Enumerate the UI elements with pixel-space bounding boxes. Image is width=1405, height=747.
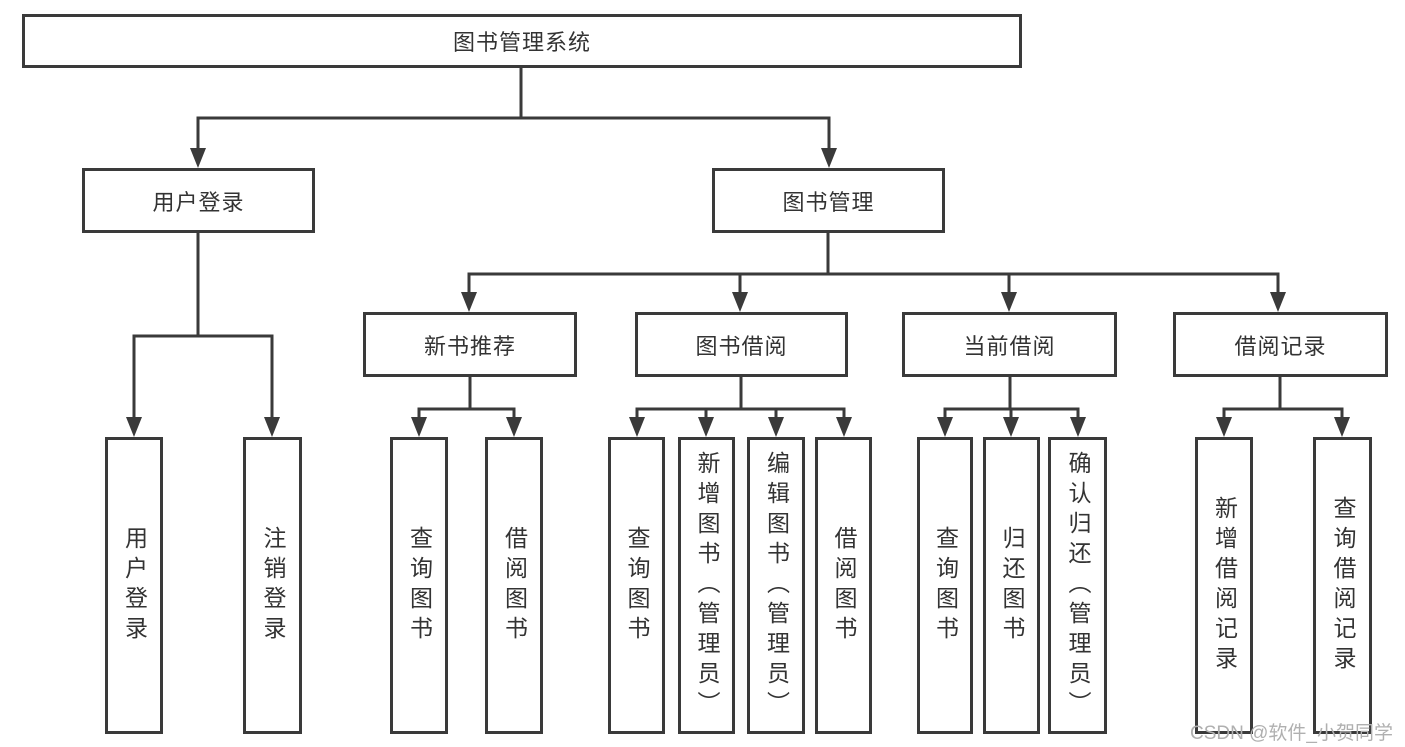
node-book-management-label: 图书管理 <box>782 189 875 215</box>
node-book-borrow: 图书借阅 <box>635 312 848 377</box>
leaf-add-borrow-record-label: 新增借阅记录 <box>1211 495 1238 676</box>
leaf-confirm-return-admin-label: 确认归还（管理员） <box>1065 450 1091 721</box>
leaf-query-books-recommend-label: 查询图书 <box>406 525 433 646</box>
leaf-query-books-current: 查询图书 <box>917 437 973 734</box>
leaf-query-books-current-label: 查询图书 <box>932 525 959 646</box>
node-root-label: 图书管理系统 <box>452 30 591 55</box>
node-user-login: 用户登录 <box>82 168 315 233</box>
leaf-return-book-label: 归还图书 <box>999 525 1025 646</box>
node-new-book-recommend: 新书推荐 <box>363 312 577 377</box>
leaf-query-books-borrow-label: 查询图书 <box>624 525 650 646</box>
node-new-book-recommend-label: 新书推荐 <box>423 333 516 359</box>
node-current-borrow: 当前借阅 <box>902 312 1117 377</box>
node-user-login-label: 用户登录 <box>152 189 245 215</box>
leaf-confirm-return-admin: 确认归还（管理员） <box>1048 437 1107 734</box>
leaf-query-books-recommend: 查询图书 <box>390 437 448 734</box>
leaf-query-books-borrow: 查询图书 <box>608 437 665 734</box>
leaf-add-borrow-record: 新增借阅记录 <box>1195 437 1253 734</box>
leaf-query-borrow-record: 查询借阅记录 <box>1313 437 1372 734</box>
leaf-edit-book-admin: 编辑图书（管理员） <box>747 437 805 734</box>
node-borrow-records: 借阅记录 <box>1173 312 1388 377</box>
leaf-return-book: 归还图书 <box>983 437 1040 734</box>
leaf-logout-label: 注销登录 <box>260 525 286 646</box>
watermark: CSDN @软件_小贺同学 <box>1190 723 1393 744</box>
node-current-borrow-label: 当前借阅 <box>963 333 1056 359</box>
leaf-user-login: 用户登录 <box>105 437 163 734</box>
leaf-add-book-admin-label: 新增图书（管理员） <box>694 450 720 721</box>
leaf-user-login-label: 用户登录 <box>121 525 148 646</box>
leaf-borrow-books-borrow: 借阅图书 <box>815 437 872 734</box>
node-root: 图书管理系统 <box>22 14 1022 68</box>
leaf-borrow-books-recommend: 借阅图书 <box>485 437 543 734</box>
leaf-logout: 注销登录 <box>243 437 302 734</box>
leaf-borrow-books-borrow-label: 借阅图书 <box>831 525 857 646</box>
node-book-management: 图书管理 <box>712 168 945 233</box>
leaf-edit-book-admin-label: 编辑图书（管理员） <box>763 450 790 721</box>
leaf-add-book-admin: 新增图书（管理员） <box>678 437 735 734</box>
leaf-query-borrow-record-label: 查询借阅记录 <box>1330 495 1356 676</box>
node-borrow-records-label: 借阅记录 <box>1234 333 1327 359</box>
leaf-borrow-books-recommend-label: 借阅图书 <box>501 525 528 646</box>
node-book-borrow-label: 图书借阅 <box>695 333 788 359</box>
